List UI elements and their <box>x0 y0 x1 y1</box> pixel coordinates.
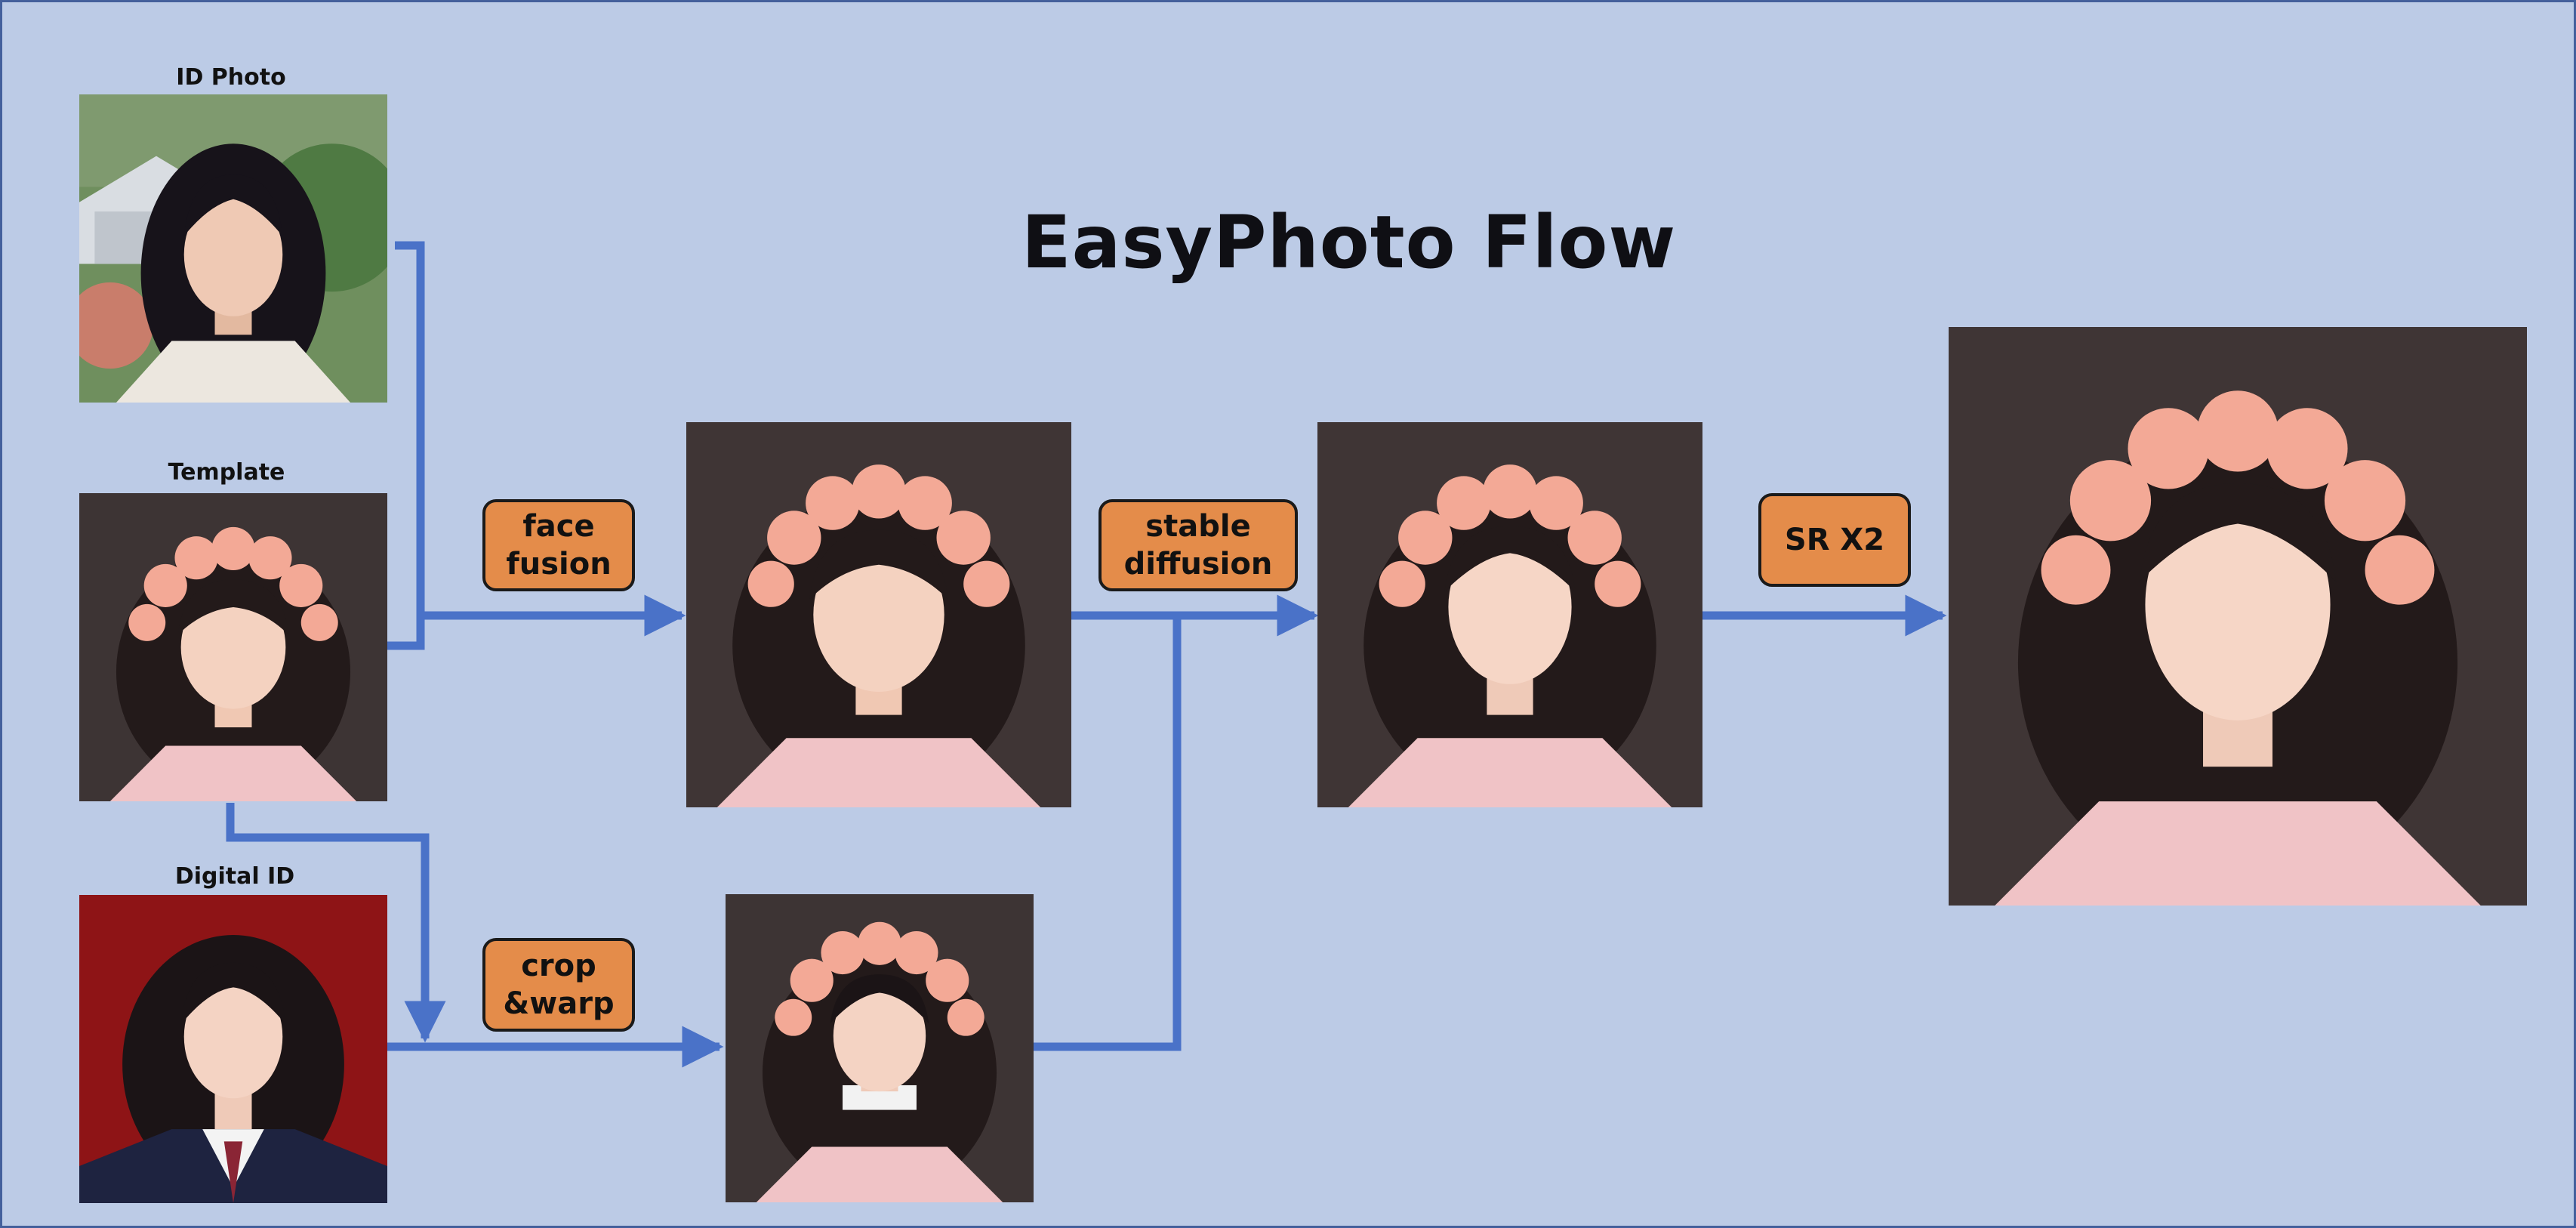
stable-diffusion-step-line-2: diffusion <box>1123 547 1273 582</box>
super-resolution-step: SR X2 <box>1758 493 1911 587</box>
face-fusion-step-line-2: fusion <box>506 547 612 582</box>
super-resolution-step-label: SR X2 <box>1784 523 1885 557</box>
digital-id-label: Digital ID <box>174 863 295 890</box>
super-resolution-output-image <box>1949 327 2527 906</box>
face-fusion-step-line-1: face <box>522 509 595 544</box>
template-label: Template <box>168 459 285 486</box>
id-photo-label: ID Photo <box>176 64 286 91</box>
id-photo-image <box>79 94 387 403</box>
id-photo-to-fusion-line <box>395 241 425 616</box>
crop-warp-step-line-2: &warp <box>503 986 615 1021</box>
stable-diffusion-step: stable diffusion <box>1098 499 1298 591</box>
crop-warp-step: crop &warp <box>482 938 635 1032</box>
crop-warp-result-image <box>726 894 1034 1202</box>
template-to-fusion-arrow <box>387 594 686 650</box>
crop-warp-step-line-1: crop <box>521 949 596 983</box>
stable-diffusion-step-line-1: stable <box>1145 509 1251 544</box>
face-fusion-step: face fusion <box>482 499 635 591</box>
template-to-digital-id-arrow <box>226 803 446 1043</box>
crop-to-sd-line <box>1034 616 1182 1051</box>
digital-id-image <box>79 895 387 1203</box>
stable-diffusion-result-image <box>1317 422 1702 807</box>
page-title: EasyPhoto Flow <box>1021 200 1677 285</box>
template-image <box>79 493 387 801</box>
face-fusion-result-image <box>686 422 1071 807</box>
